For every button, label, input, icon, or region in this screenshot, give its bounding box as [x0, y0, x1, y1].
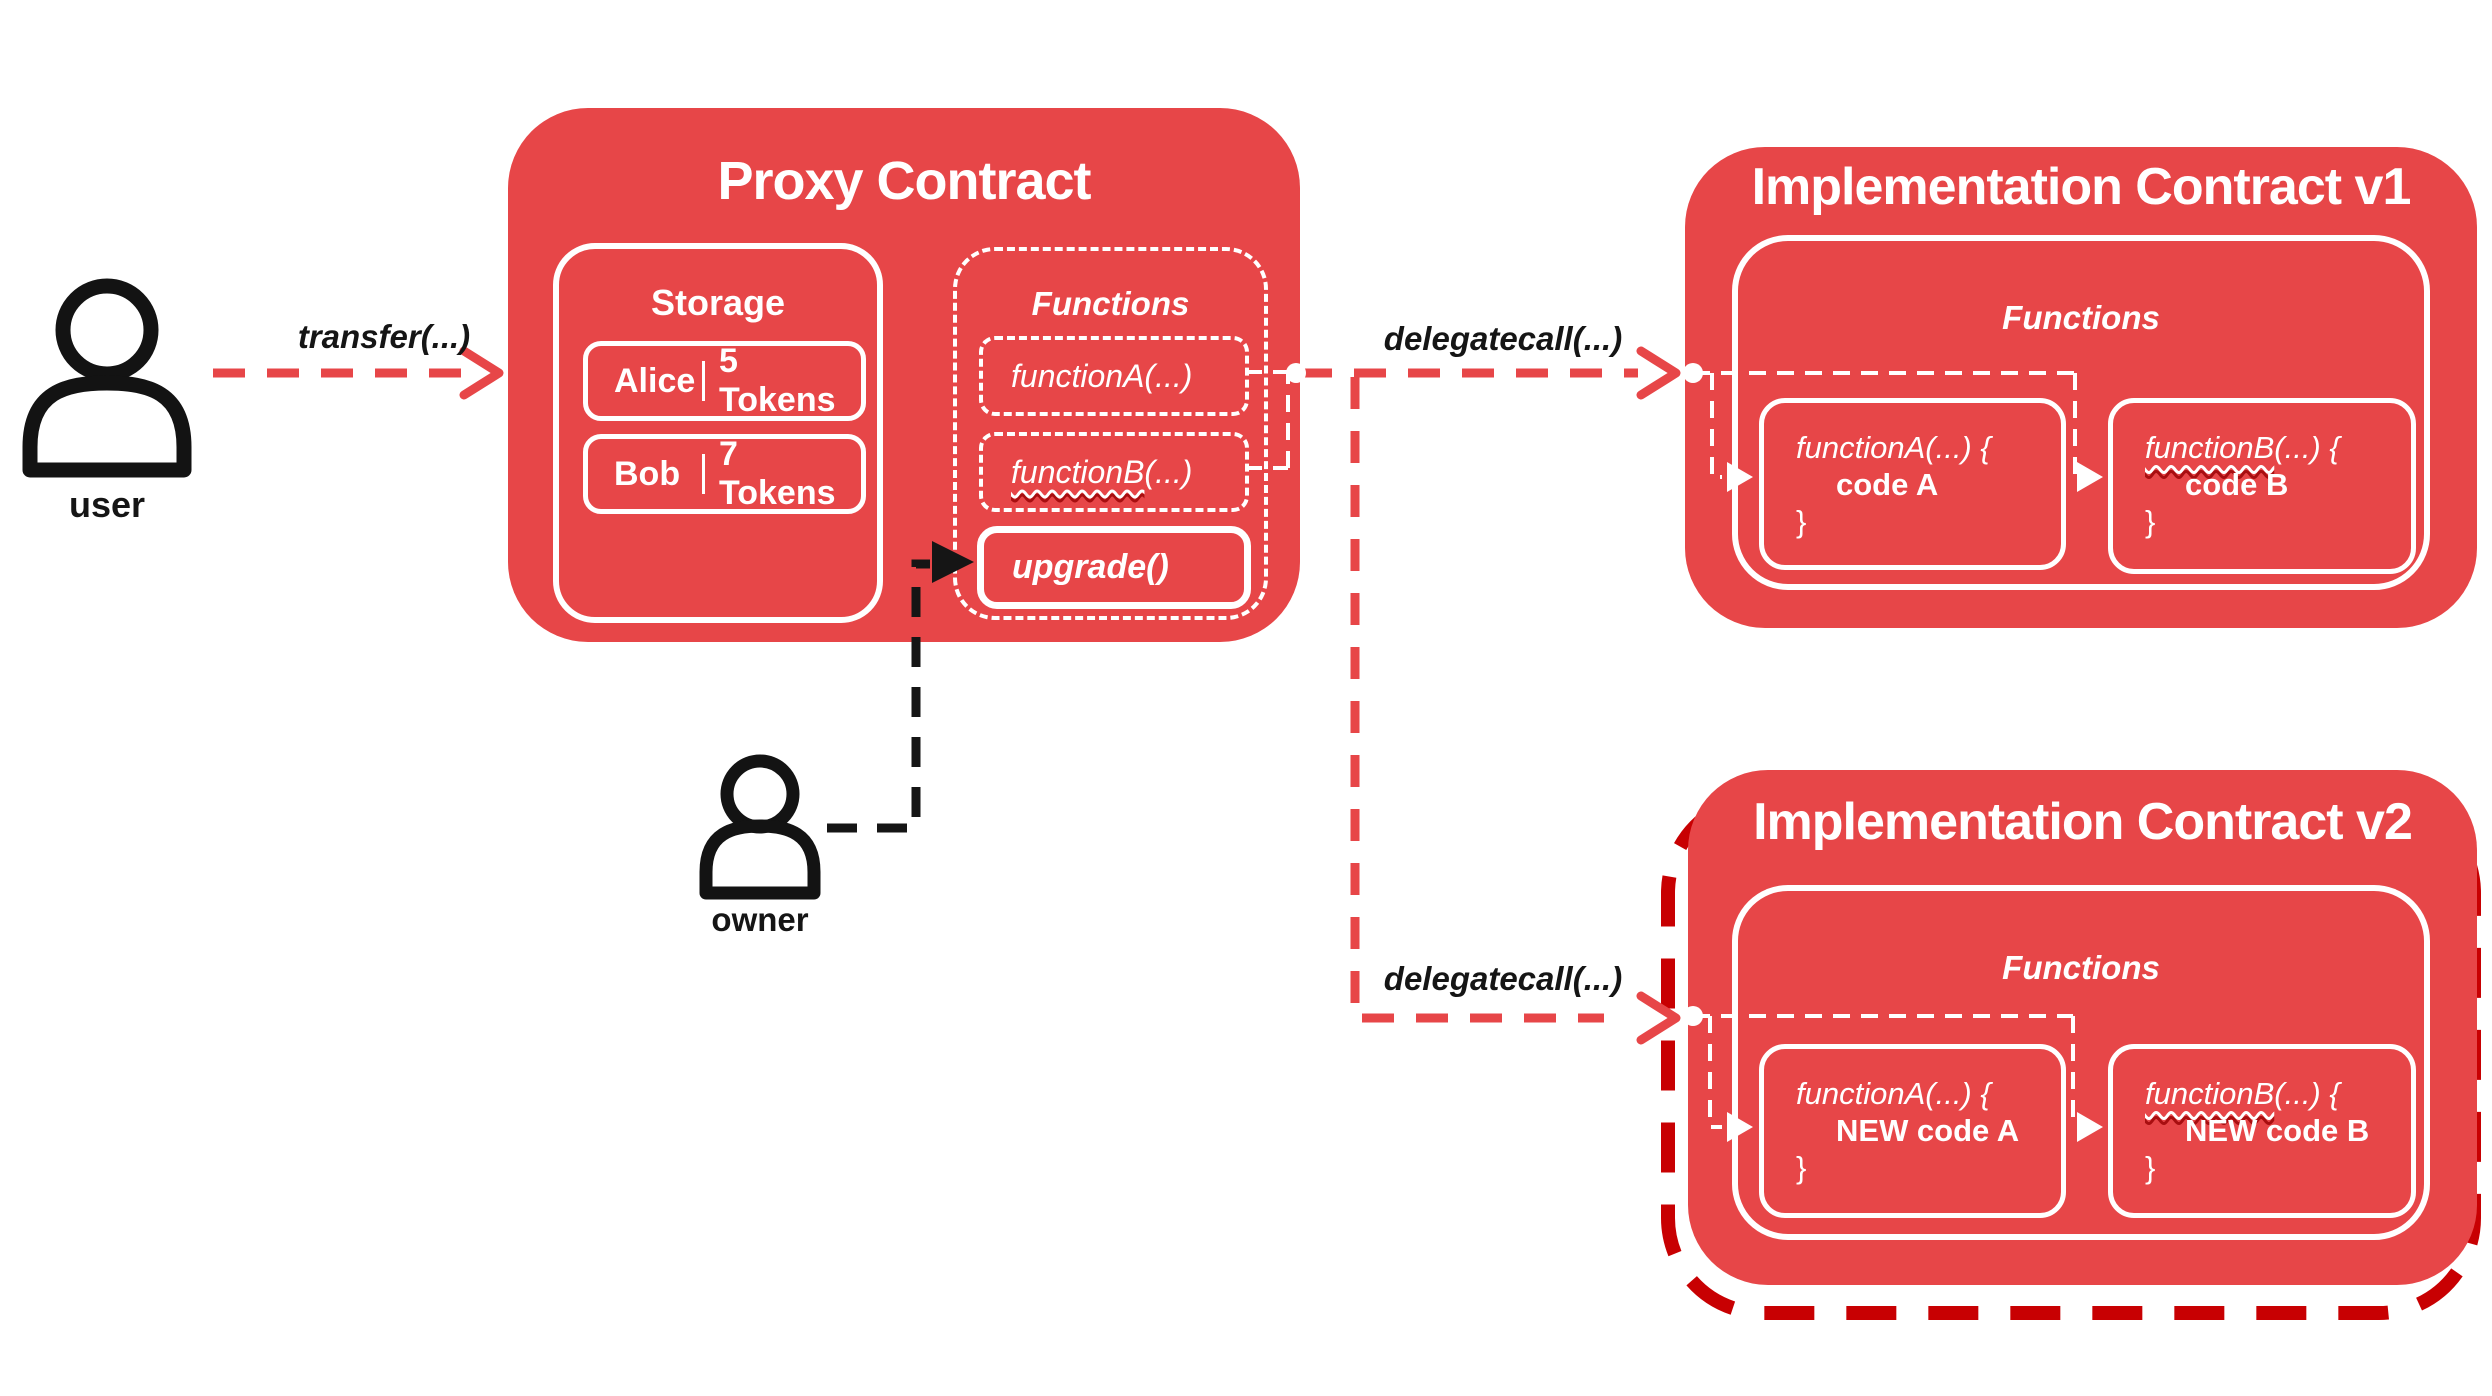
v1-internal-connectors [1693, 371, 2103, 492]
v1-fnA-name: functionA [1796, 430, 1926, 465]
v2-fnA-close: } [1796, 1150, 1807, 1185]
delegatecall-v1-label: delegatecall(...) [1383, 320, 1623, 357]
v1-fnB-body: code B [2185, 467, 2289, 502]
v1-fnB-arrowhead [2077, 462, 2103, 492]
v1-fnB-args: (...) { [2274, 430, 2340, 465]
v1-fnB-name: functionB [2145, 430, 2274, 465]
v1-junction-dot [1683, 363, 1703, 383]
v1-functions-label: Functions [2002, 299, 2160, 336]
delegatecall-v2-label: delegatecall(...) [1383, 960, 1623, 997]
v2-fnB-close: } [2145, 1150, 2156, 1185]
v2-junction-dot [1683, 1006, 1703, 1026]
proxy-contract-box: Proxy Contract Storage Alice 5 Tokens Bo… [508, 108, 1300, 642]
v2-fnA-arrowhead [1727, 1112, 1753, 1142]
v1-fnA-args: (...) { [1925, 430, 1991, 465]
v1-function-a-box: functionA(...) { code A } [1759, 398, 2066, 570]
user-label: user [68, 484, 146, 525]
upgrade-arrow [827, 541, 974, 833]
storage-row-divider [702, 361, 705, 401]
implementation-v2-title: Implementation Contract v2 [1753, 793, 2413, 851]
function-b-args: (...) [1144, 453, 1193, 490]
storage-row-bob: Bob 7 Tokens [583, 434, 866, 514]
storage-row-divider [702, 454, 705, 494]
function-b-name: functionB [1011, 454, 1145, 495]
v1-fnB-close: } [2145, 504, 2156, 539]
v1-fnA-body: code A [1836, 467, 1939, 502]
proxy-function-a-box: functionA(...) [979, 336, 1249, 416]
function-a-args: (...) [1144, 357, 1193, 394]
proxy-junction-dot [1286, 363, 1306, 383]
v2-internal-connectors [1693, 1014, 2103, 1142]
v2-fnB-name: functionB [2145, 1076, 2274, 1111]
storage-row-value: 7 Tokens [719, 435, 836, 512]
v2-function-a-box: functionA(...) { NEW code A } [1759, 1044, 2066, 1218]
delegatecall-arrow-v1 [1300, 346, 1681, 400]
v2-fnA-name: functionA [1796, 1076, 1926, 1111]
proxy-functions-label: Functions [1031, 285, 1190, 322]
implementation-v1-title: Implementation Contract v1 [1751, 158, 2412, 216]
v1-functions-group: Functions functionA(...) { code A } func… [1732, 235, 2430, 590]
v1-fnA-close: } [1796, 504, 1807, 539]
v2-functions-label: Functions [2002, 949, 2160, 986]
upgrade-arrowhead [932, 541, 974, 583]
v2-functions-group: Functions functionA(...) { NEW code A } … [1732, 885, 2430, 1240]
storage-box: Storage Alice 5 Tokens Bob 7 Tokens [553, 243, 883, 623]
proxy-contract-title: Proxy Contract [717, 151, 1091, 211]
storage-row-alice: Alice 5 Tokens [583, 341, 866, 421]
delegatecall-arrow-v2 [1350, 377, 1681, 1045]
storage-row-value: 5 Tokens [719, 342, 836, 419]
proxy-function-b-box: functionB(...) [979, 432, 1249, 512]
upgrade-label: upgrade() [1012, 548, 1169, 586]
storage-row-name: Bob [614, 454, 681, 493]
v2-fnA-body: NEW code A [1836, 1113, 2020, 1148]
storage-row-name: Alice [614, 361, 696, 400]
implementation-v1-box: Implementation Contract v1 Functions fun… [1685, 147, 2477, 628]
transfer-arrow [213, 346, 504, 400]
function-a-name: functionA [1011, 357, 1145, 394]
proxy-functions-group: Functions functionA(...) functionB(...) … [953, 247, 1268, 620]
v2-fnB-body: NEW code B [2185, 1113, 2370, 1148]
v2-fnB-arrowhead [2077, 1112, 2103, 1142]
v1-fnA-arrowhead [1727, 462, 1753, 492]
transfer-label: transfer(...) [297, 318, 471, 355]
v2-fnA-args: (...) { [1925, 1076, 1991, 1111]
v1-function-b-box: functionB(...) { code B } [2108, 398, 2416, 574]
storage-label: Storage [650, 282, 786, 323]
user-icon [22, 278, 192, 478]
owner-label: owner [711, 901, 809, 938]
v2-function-b-box: functionB(...) { NEW code B } [2108, 1044, 2416, 1218]
implementation-v2-box: Implementation Contract v2 Functions fun… [1688, 770, 2477, 1285]
v2-fnB-args: (...) { [2274, 1076, 2340, 1111]
proxy-upgrade-box: upgrade() [977, 526, 1251, 609]
owner-icon [699, 754, 821, 900]
proxy-internal-connectors [1245, 370, 1290, 470]
